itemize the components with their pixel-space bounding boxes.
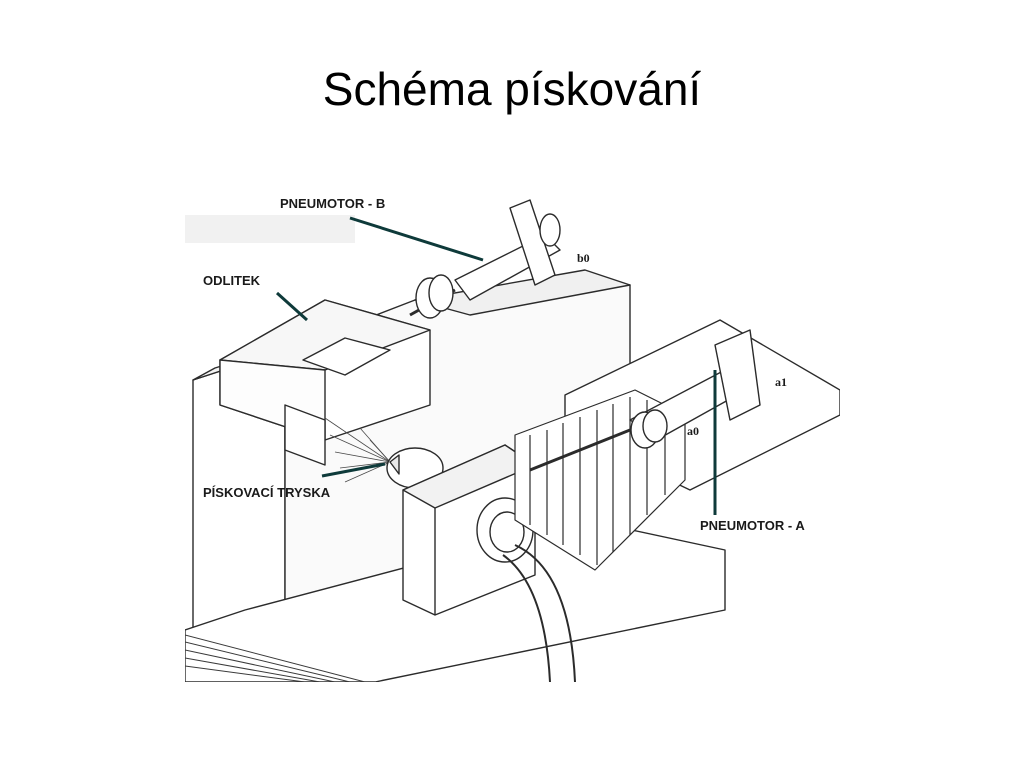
sand-spray	[324, 417, 391, 483]
label-a0: a0	[687, 424, 699, 438]
leader-lines	[275, 216, 717, 515]
label-pneumotor-b: PNEUMOTOR - B	[280, 196, 385, 211]
label-b0: b0	[577, 251, 590, 265]
sandblasting-diagram: PNEUMOTOR - B ODLITEK PÍSKOVACÍ TRYSKA P…	[185, 190, 840, 682]
slide-title: Schéma pískování	[322, 63, 702, 115]
leader-nozzle	[321, 462, 386, 478]
line-art	[185, 199, 840, 682]
label-piskovaci-tryska: PÍSKOVACÍ TRYSKA	[203, 485, 331, 500]
base-ribs	[185, 634, 366, 682]
label-odlitek: ODLITEK	[203, 273, 261, 288]
leader-pneumotor-b	[349, 216, 484, 262]
diagram-svg: PNEUMOTOR - B ODLITEK PÍSKOVACÍ TRYSKA P…	[185, 196, 840, 682]
label-a1: a1	[775, 375, 787, 389]
leader-odlitek	[275, 291, 309, 322]
scan-shading	[185, 215, 355, 243]
pneumotor-a-cylinder	[529, 329, 761, 472]
label-pneumotor-a: PNEUMOTOR - A	[700, 518, 805, 533]
pneumotor-b-cylinder	[409, 199, 561, 319]
